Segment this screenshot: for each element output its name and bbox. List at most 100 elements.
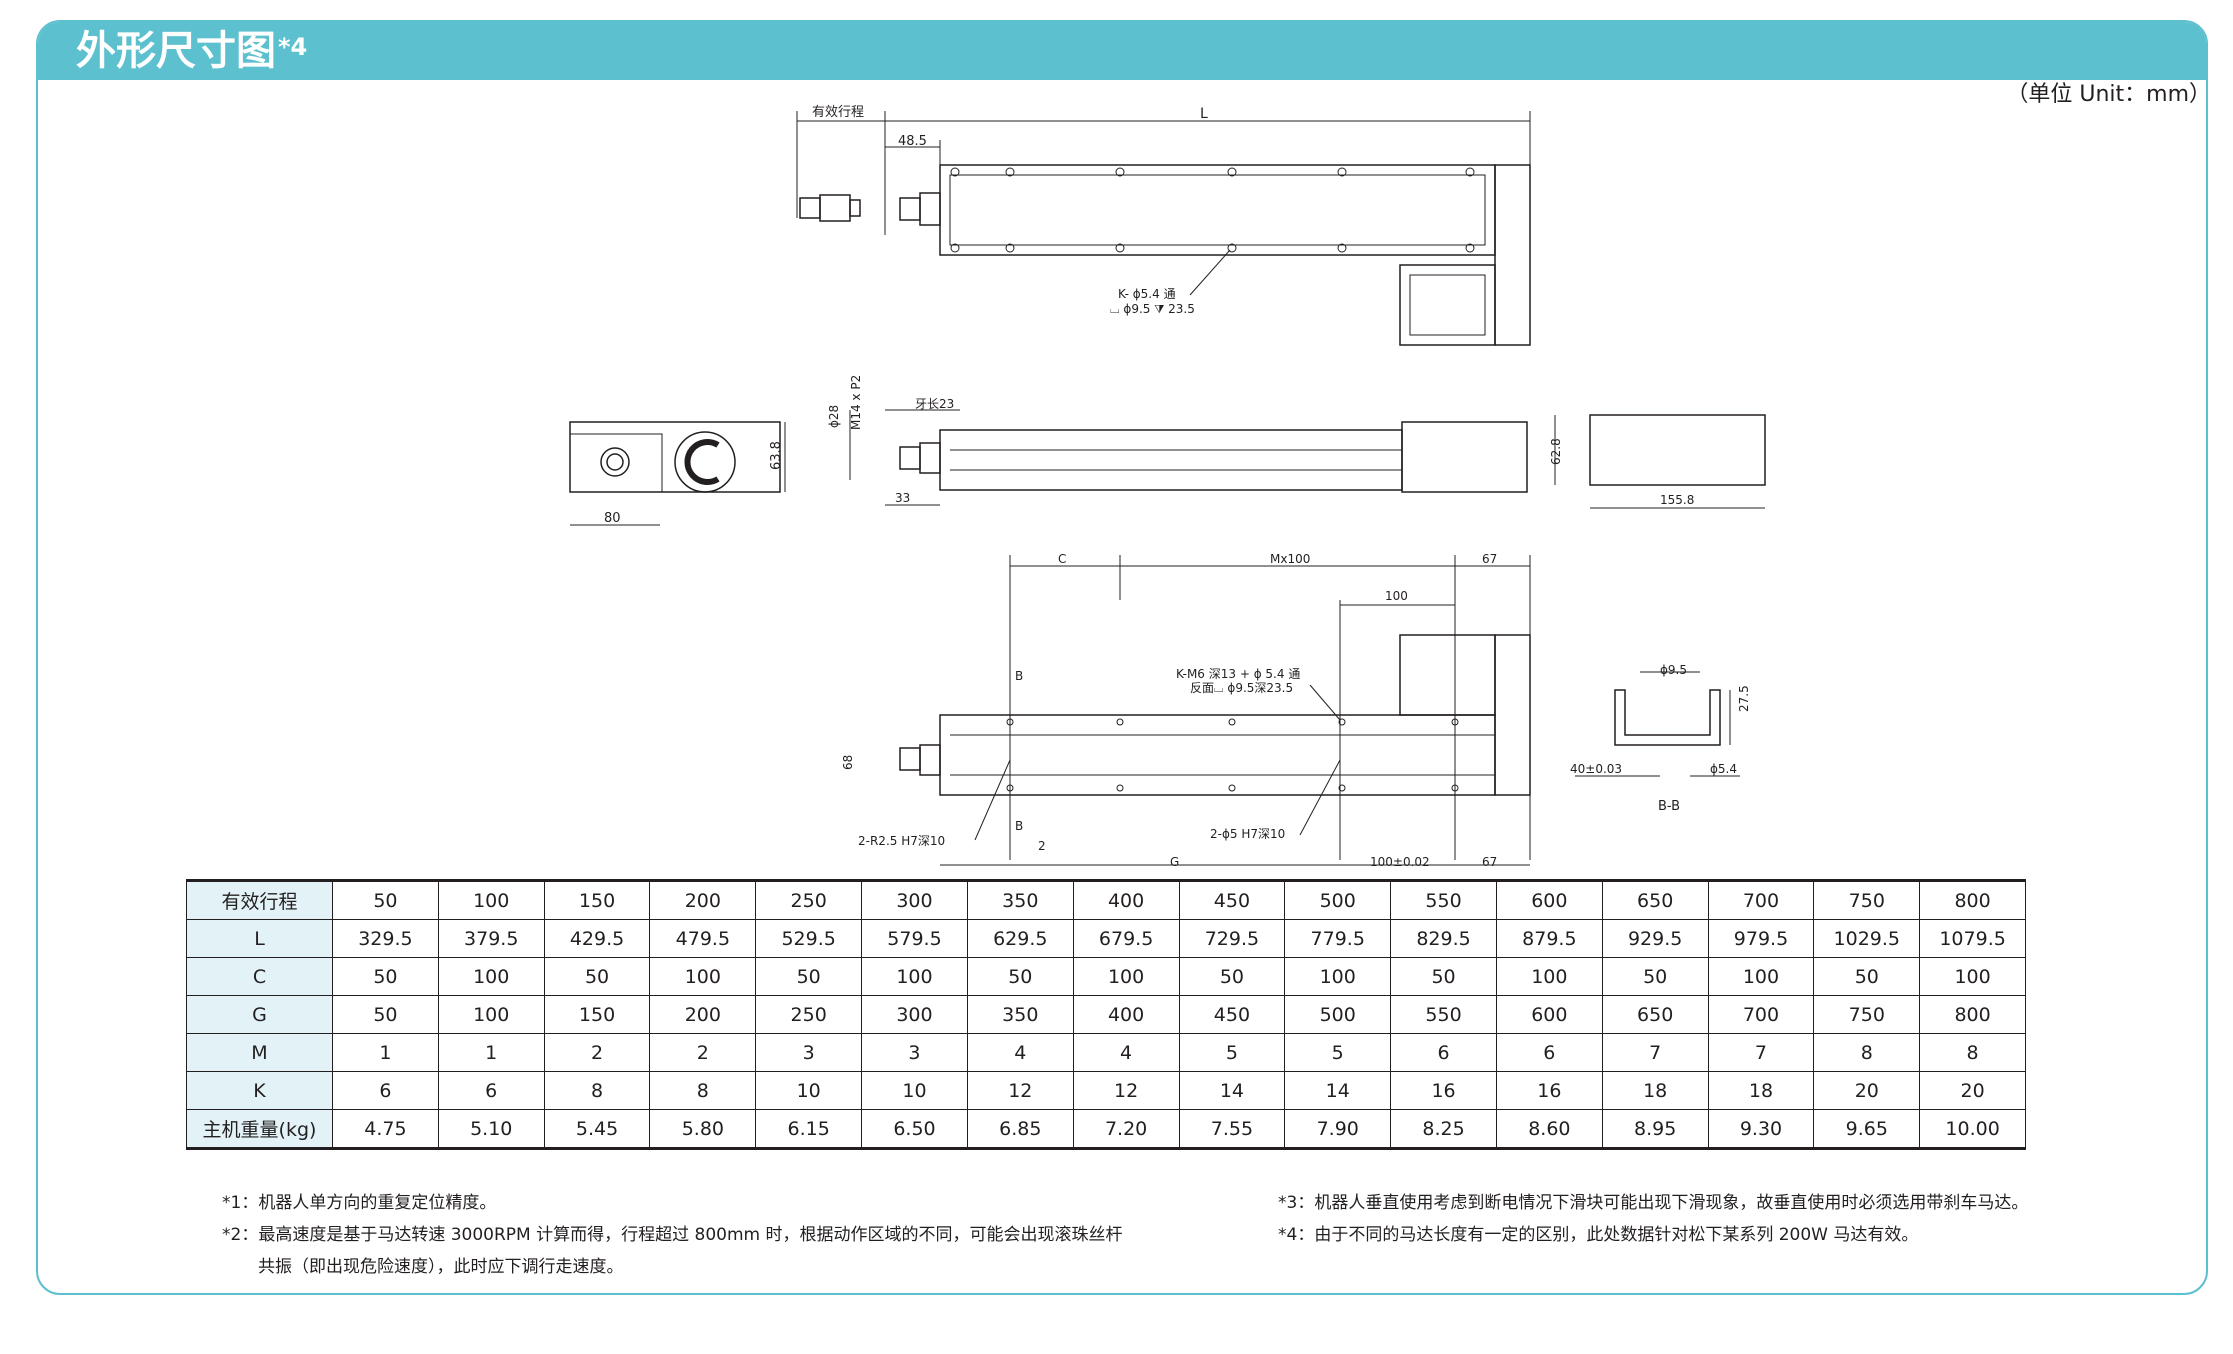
pin-callout-1: 2-R2.5 H7深10 [858,834,945,848]
section-mark-top: B [1015,669,1023,683]
table-cell: 50 [332,995,439,1034]
table-cell: 6.15 [755,1109,863,1150]
table-cell: 679.5 [1072,919,1180,958]
page-frame: 外形尺寸图*4 [36,20,2208,1295]
notes-right: *3：机器人垂直使用考虑到断电情况下滑块可能出现下滑现象，故垂直使用时必须选用带… [1278,1187,2028,1251]
section-title: 外形尺寸图*4 [76,28,308,74]
table-cell: 8 [649,1071,757,1110]
table-cell: 600 [1495,995,1603,1034]
table-cell: 100 [437,957,545,996]
table-cell: 20 [1813,1071,1921,1110]
dim-2: 2 [1038,839,1046,853]
table-cell: 100 [437,995,545,1034]
table-cell: 700 [1707,879,1815,920]
dim-33: 33 [895,491,910,505]
table-cell: 4.75 [332,1109,439,1150]
row-label: G [186,995,333,1034]
dim-67-top: 67 [1482,552,1497,566]
note-3: *3：机器人垂直使用考虑到断电情况下滑块可能出现下滑现象，故垂直使用时必须选用带… [1278,1193,2029,1213]
table-cell: 400 [1072,995,1180,1034]
table-cell: 16 [1390,1071,1497,1110]
table-cell: 50 [1601,957,1709,996]
table-cell: 250 [755,995,863,1034]
table-cell: 800 [1919,995,2026,1034]
table-cell: 100 [1495,957,1603,996]
table-cell: 100 [1284,957,1392,996]
table-cell: 979.5 [1707,919,1815,958]
table-cell: 7 [1601,1033,1709,1072]
table-cell: 50 [755,957,863,996]
dim-M: Mx100 [1270,552,1310,566]
section-view: ϕ9.5 27.5 40±0.03 ϕ5.4 B-B [1570,663,1751,814]
table-cell: 5 [1284,1033,1392,1072]
pin-callout-2: 2-ϕ5 H7深10 [1210,827,1285,841]
table-cell: 750 [1813,879,1921,920]
table-cell: 100 [649,957,757,996]
table-cell: 8 [1919,1033,2026,1072]
table-cell: 1079.5 [1919,919,2026,958]
hole-callout-2: ⌴ ϕ9.5 ⧩ 23.5 [1110,302,1195,316]
table-cell: 329.5 [332,919,439,958]
title-footnote-mark: *4 [278,33,308,61]
end-view-width: 80 [604,511,621,526]
hole-callout-1: K- ϕ5.4 通 [1118,287,1176,301]
row-label: 主机重量(kg) [186,1109,333,1150]
table-cell: 16 [1495,1071,1603,1110]
table-cell: 500 [1284,879,1392,920]
table-cell: 18 [1601,1071,1709,1110]
dim-68: 68 [841,755,855,770]
table-cell: 2 [543,1033,651,1072]
unit-label: （单位 Unit：mm） [2006,82,2211,107]
row-label: 有效行程 [186,879,333,920]
end-view: 80 63.8 [569,421,786,526]
table-cell: 7.20 [1072,1109,1180,1150]
table-cell: 450 [1178,995,1286,1034]
table-cell: 7.55 [1178,1109,1286,1150]
stroke-dim-label: 有效行程 [812,105,864,120]
dim-100: 100 [1385,589,1408,603]
table-cell: 20 [1919,1071,2026,1110]
front-view: ϕ28 M14 x P2 牙长23 33 [827,375,1528,506]
bottom-callout-1: K-M6 深13 + ϕ 5.4 通 [1176,667,1300,681]
table-cell: 579.5 [861,919,968,958]
motor-height: 62.8 [1549,438,1563,465]
bottom-view: C Mx100 67 100 K-M6 深13 + ϕ 5.4 通 反面⌴ ϕ9… [841,552,1531,869]
table-cell: 629.5 [966,919,1074,958]
bottom-callout-2: 反面⌴ ϕ9.5深23.5 [1190,681,1293,695]
section-phi95: ϕ9.5 [1660,663,1687,677]
dim-100-tol: 100±0.02 [1370,855,1430,869]
table-cell: 3 [861,1033,968,1072]
table-cell: 50 [543,957,651,996]
section-40: 40±0.03 [1570,762,1622,776]
note-4: *4：由于不同的马达长度有一定的区别，此处数据针对松下某系列 200W 马达有效… [1278,1225,1919,1245]
table-cell: 6 [1390,1033,1497,1072]
table-cell: 7.90 [1284,1109,1392,1150]
table-cell: 8 [543,1071,651,1110]
table-cell: 6 [332,1071,439,1110]
top-view: 有效行程 L 48.5 K- ϕ5.4 通 ⌴ ϕ9.5 ⧩ 23.5 [796,105,1531,346]
table-cell: 729.5 [1178,919,1286,958]
table-cell: 5 [1178,1033,1286,1072]
table-cell: 8.25 [1390,1109,1497,1150]
table-cell: 2 [649,1033,757,1072]
table-cell: 529.5 [755,919,863,958]
table-cell: 879.5 [1495,919,1603,958]
table-cell: 550 [1390,995,1497,1034]
note-2-continued: 共振（即出现危险速度），此时应下调行走速度。 [258,1257,624,1277]
table-cell: 500 [1284,995,1392,1034]
table-cell: 6 [437,1071,545,1110]
table-cell: 12 [966,1071,1074,1110]
table-cell: 800 [1919,879,2026,920]
table-cell: 8 [1813,1033,1921,1072]
table-cell: 1 [437,1033,545,1072]
table-cell: 8.95 [1601,1109,1709,1150]
dim-phi28: ϕ28 [827,405,841,428]
section-mark-bottom: B [1015,819,1023,833]
